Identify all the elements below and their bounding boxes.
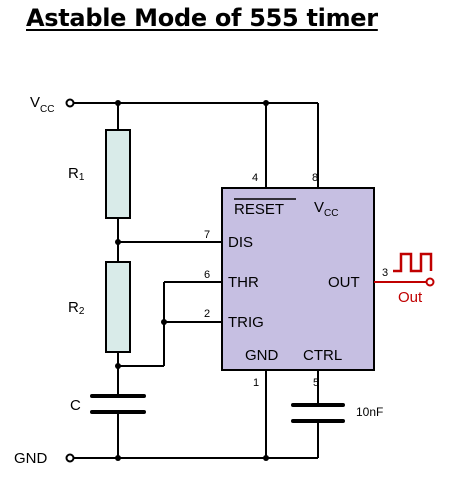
ic-555-body	[221, 187, 375, 371]
dis-label: DIS	[228, 234, 253, 251]
ctrl-label: CTRL	[303, 347, 342, 364]
pin-number: 4	[252, 172, 258, 184]
chip-out-label: OUT	[328, 274, 360, 291]
vcc-label: VCC	[30, 94, 54, 115]
resistor-r2	[105, 261, 131, 353]
gnd-terminal	[65, 453, 75, 463]
resistor-r1	[105, 129, 131, 219]
pin-number: 7	[204, 229, 210, 241]
out-label: Out	[398, 289, 423, 306]
junctions	[115, 100, 269, 461]
junction-dot	[161, 319, 167, 325]
pin-number: 1	[253, 377, 259, 389]
reset-label: RESET	[234, 201, 284, 218]
square-wave-icon	[393, 252, 433, 273]
pin-number: 5	[313, 377, 319, 389]
r1-label: R1	[68, 165, 85, 183]
capacitor-10nf	[291, 403, 345, 423]
cap-value-label: 10nF	[356, 405, 383, 419]
junction-dot	[263, 100, 269, 106]
junction-dot	[115, 100, 121, 106]
vcc-terminal	[65, 98, 75, 108]
chip-vcc-label: VCC	[314, 199, 338, 219]
junction-dot	[115, 363, 121, 369]
chip-gnd-label: GND	[245, 347, 279, 364]
junction-dot	[115, 455, 121, 461]
out-terminal	[425, 277, 435, 287]
page-title: Astable Mode of 555 timer	[26, 4, 378, 32]
trig-label: TRIG	[228, 314, 264, 331]
gnd-label: GND	[14, 450, 48, 467]
pin-number: 3	[382, 267, 388, 279]
junction-dot	[263, 455, 269, 461]
c-label: C	[70, 397, 81, 414]
capacitor-c	[90, 394, 146, 414]
pin-number: 2	[204, 308, 210, 320]
r2-label: R2	[68, 299, 85, 317]
pin-number: 6	[204, 269, 210, 281]
pin-number: 8	[312, 172, 318, 184]
junction-dot	[115, 239, 121, 245]
thr-label: THR	[228, 274, 259, 291]
